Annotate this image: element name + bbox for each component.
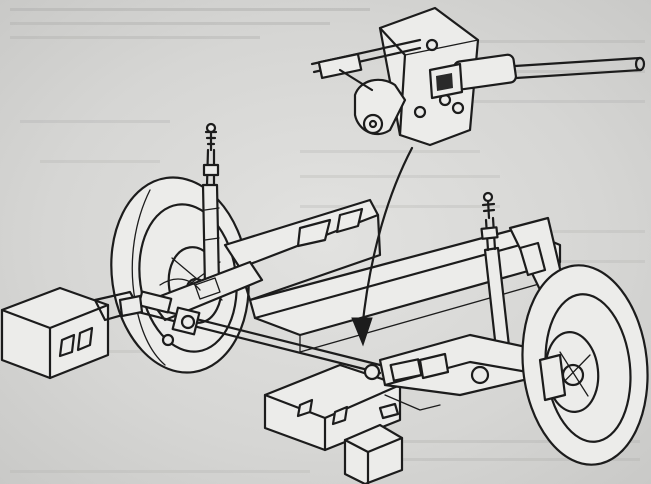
left-frame-rail	[0, 286, 142, 380]
right-lower-control-arm	[363, 333, 547, 420]
left-shock-absorber	[201, 122, 221, 289]
right-wheel	[521, 264, 649, 466]
steering-tie-rod	[118, 278, 382, 375]
right-shock-absorber	[480, 191, 512, 360]
callout-arrow	[351, 146, 414, 347]
crossmember-subframe	[148, 198, 567, 353]
detail-inset-steering-linkage	[310, 6, 646, 147]
right-frame-rail	[263, 363, 404, 484]
